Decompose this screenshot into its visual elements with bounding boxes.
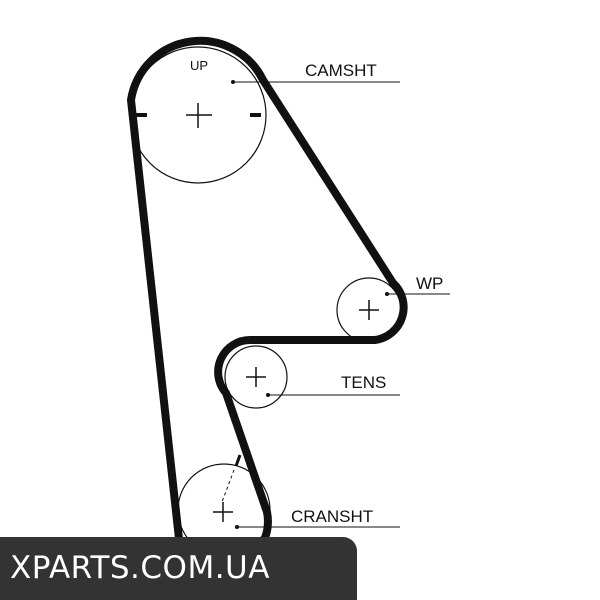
- crankshaft-label: CRANSHT: [291, 507, 373, 526]
- crankshaft-timing-mark: [234, 454, 242, 467]
- tensioner-leader: [266, 393, 400, 397]
- crankshaft-timing-dashes: [221, 469, 235, 503]
- water-pump-leader: [385, 292, 450, 296]
- crankshaft-leader: [235, 525, 400, 529]
- watermark-banner: XPARTS.COM.UA: [0, 537, 357, 600]
- camshaft-center-cross-icon: [186, 103, 212, 128]
- water-pump-label: WP: [416, 274, 443, 293]
- water-pump-pulley: [336, 277, 402, 343]
- tensioner-center-cross-icon: [246, 367, 266, 387]
- crankshaft-center-cross-icon: [213, 502, 233, 522]
- timing-belt: [127, 36, 408, 574]
- camshaft-pulley: [129, 46, 267, 184]
- tensioner-pulley: [224, 345, 288, 409]
- camshaft-label: CAMSHT: [305, 61, 377, 80]
- water-pump-center-cross-icon: [359, 300, 379, 320]
- camshaft-up-label: UP: [190, 58, 208, 73]
- tensioner-label: TENS: [341, 373, 386, 392]
- camshaft-leader: [231, 80, 400, 84]
